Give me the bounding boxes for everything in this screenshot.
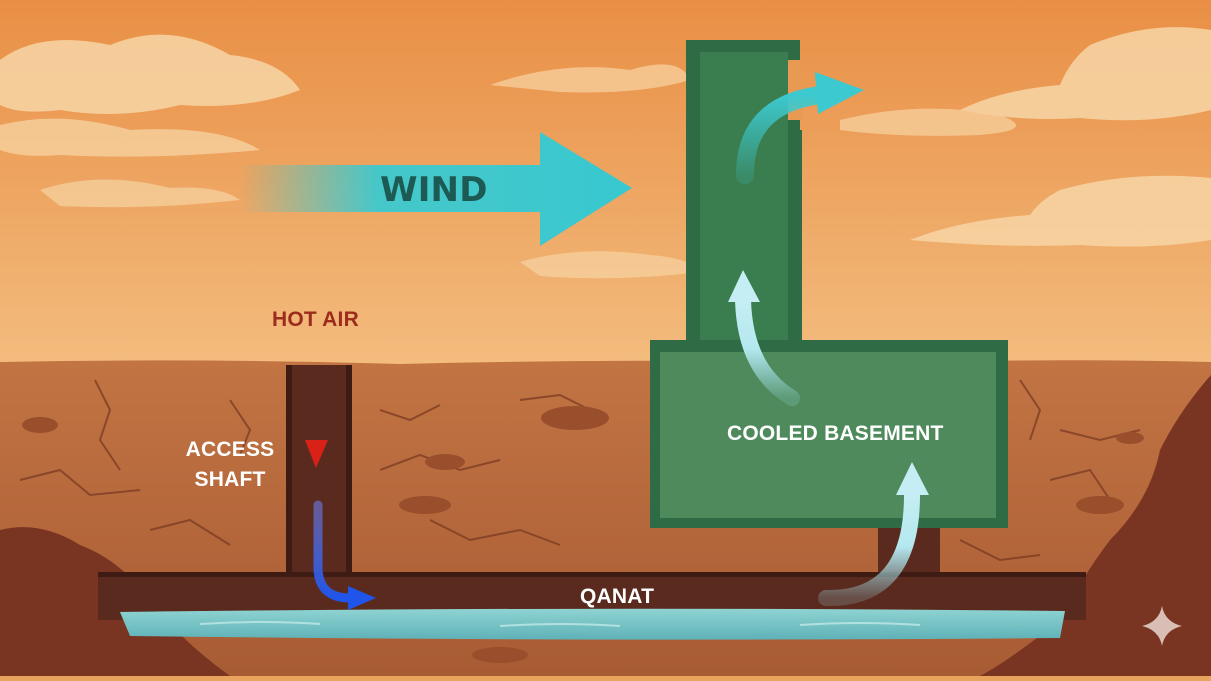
exit-air-arrow [736,86,829,184]
wind-label: WIND [380,170,488,210]
clouds [0,27,1211,279]
qanat-label: QANAT [580,585,655,608]
hot-air-label: HOT AIR [272,308,359,331]
right-embankment [980,375,1211,676]
sparkle-icon [1142,606,1182,646]
cooled-basement-label: COOLED BASEMENT [727,422,944,445]
wind-arrow [240,132,632,246]
cool-air-arrow [818,487,920,607]
ground-cracks [19,379,1141,562]
cool-water-arrow [313,500,355,603]
access-shaft-label: ACCESS SHAFT [185,438,275,491]
rising-air-arrow [735,292,800,406]
ground-rocks [22,406,1144,663]
